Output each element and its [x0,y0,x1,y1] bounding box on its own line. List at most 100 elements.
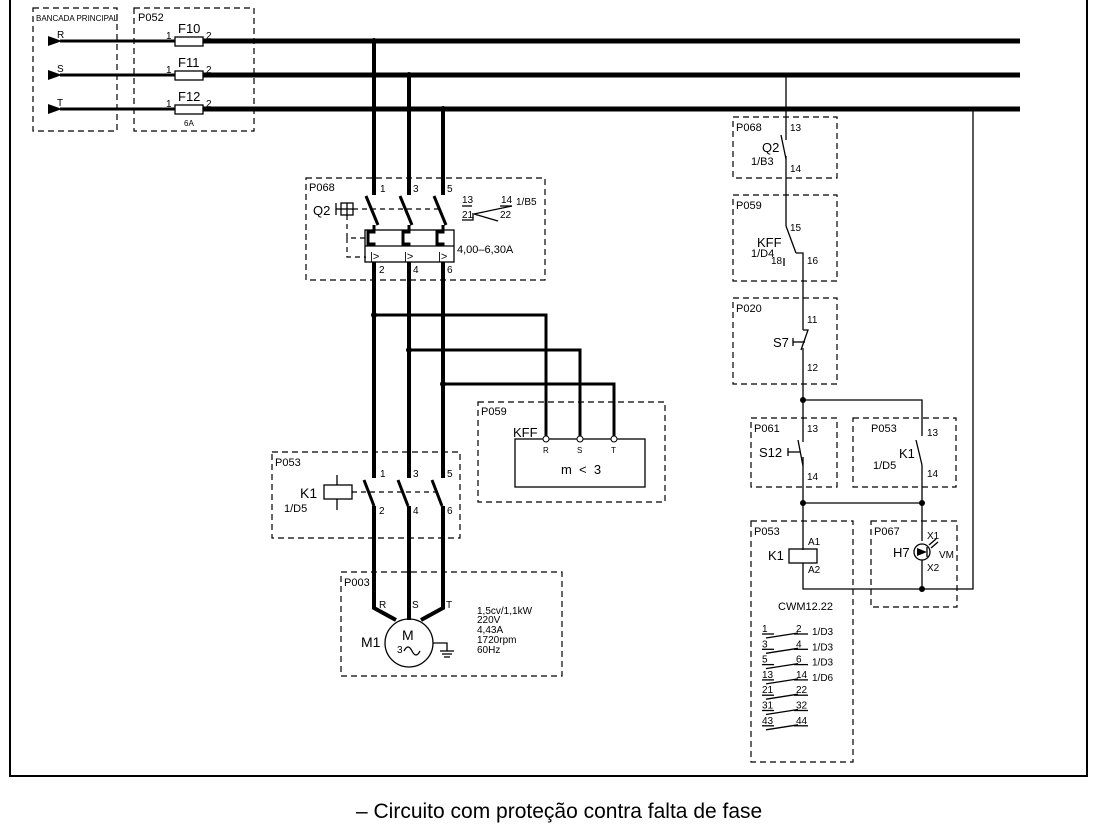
breaker-pin-2: 2 [379,265,385,276]
motor-spec-frequency: 60Hz [477,645,500,656]
control-k1-ref: 1/D5 [873,460,896,472]
control-s7-name: S7 [773,335,789,350]
contact-blade [765,662,799,670]
control-q2-ref: 1/B3 [751,156,774,168]
control-s7-panel-box [732,297,838,385]
contact-blade [765,693,799,700]
motor-panel-box [340,571,563,677]
control-s12-button: P061 13 S12 14 [750,417,838,488]
motor-phases: 3 [397,645,403,656]
control-coil-name: K1 [768,548,784,563]
contact-ref: 1/D3 [812,658,834,669]
control-s12-pin-13: 13 [807,424,819,435]
contactor-k1: P053 K1 1/D5 1 3 5 2 4 6 [271,451,461,539]
contact-pin-b: 44 [796,716,808,727]
contact-pin-a: 21 [762,685,774,696]
breaker-panel-id: P068 [309,182,335,194]
contact-pin-a: 13 [762,670,774,681]
control-kff-pin-18: 18 [771,256,783,267]
motor-panel-id: P003 [344,577,370,589]
control-kff-contact: P059 15 KFF 1/D4 18 16 [732,194,838,282]
control-s7-panel-id: P020 [736,303,762,315]
fuse-f12-symbol [174,104,204,115]
breaker-trip-symbol-3: |> [438,251,447,263]
contact-blade [765,724,799,731]
contact-pin-a: 43 [762,716,774,727]
control-coil-panel-box [750,520,854,763]
control-q2-name: Q2 [762,140,779,155]
control-q2-panel-box [732,116,838,179]
control-coil-pin-a1: A1 [808,537,821,548]
contact-row: 21 22 [762,685,808,700]
contact-blade [765,632,799,639]
fuse-f12-pin-in: 1 [166,99,172,110]
breaker-pin-3: 3 [413,184,419,195]
contact-pin-b: 6 [796,655,802,666]
contact-pin-b: 14 [796,670,808,681]
breaker-q2: P068 Q2 1 3 5 |> |> |> 2 4 6 4,00–6,30A … [305,177,546,281]
contact-pin-b: 22 [796,685,808,696]
fuse-f11-symbol [174,70,204,81]
motor-spec-power: 1,5cv/1,1kW [477,606,533,617]
main-buses [60,36,1020,115]
breaker-aux-21: 21 [462,210,474,221]
control-s7-button: P020 11 S7 12 [732,297,838,385]
motor-spec-current: 4,43A [477,625,503,636]
control-k1-pin-14: 14 [927,469,939,480]
motor-name: M1 [361,634,381,650]
contact-ref: 1/D3 [812,642,834,653]
phase-relay-panel-id: P059 [481,406,507,418]
control-k1-seal-contact: P053 13 K1 1/D5 14 [852,417,957,488]
indicator-lamp-icon [913,543,931,561]
arrow-s-icon [48,70,62,80]
contact-pin-a: 31 [762,701,774,712]
contact-pin-b: 2 [796,624,802,635]
control-h7-name: H7 [893,545,910,560]
control-wiring [785,75,974,592]
contact-pin-a: 1 [762,624,768,635]
breaker-trip-symbol-2: |> [404,251,413,263]
breaker-pin-6: 6 [447,265,453,276]
control-k1-name: K1 [899,446,915,461]
contactor-name: K1 [300,485,317,501]
breaker-aux-ref: 1/B5 [516,197,537,208]
contactor-pin-4: 4 [413,506,419,517]
contact-pin-a: 3 [762,639,768,650]
breaker-trip-symbol-1: |> [370,251,379,263]
fuse-rating: 6A [184,119,194,128]
breaker-pin-4: 4 [413,265,419,276]
motor-spec-speed: 1720rpm [477,635,516,646]
breaker-range: 4,00–6,30A [457,244,514,256]
phase-relay-terminal-t: T [611,446,616,455]
fuse-panel-id: P052 [138,12,164,24]
phase-relay-function: m < 3 [561,462,601,477]
contact-pin-a: 5 [762,655,768,666]
control-h7-panel-id: P067 [874,526,900,538]
control-q2-panel-id: P068 [736,122,762,134]
ac-wave-icon [403,646,421,656]
control-h7-pin-x2: X2 [927,563,940,574]
control-h7-pin-x1: X1 [927,531,940,542]
fuse-f10-symbol [174,36,204,47]
contactor-pin-3: 3 [413,469,419,480]
motor-symbol: M [402,627,414,643]
fuse-f10-pin-in: 1 [166,31,172,42]
drawing-frame [9,0,1088,777]
motor-m1: P003 R S T M 3 M1 1,5cv/1,1kW 220V 4,43A… [340,571,563,677]
fuse-panel: P052 F10 1 2 F11 1 2 F12 1 2 6A [133,7,255,132]
fuse-f10-label: F10 [178,21,200,36]
breaker-aux-14: 14 [501,195,513,206]
motor-terminal-t: T [446,600,452,611]
contact-row: 43 44 [762,716,808,731]
control-coil-panel-id: P053 [754,526,780,538]
contact-blade [765,708,799,716]
power-wiring [371,41,616,622]
fuse-f11-pin-out: 2 [206,65,212,76]
phase-label-r: R [57,30,64,41]
control-kff-panel-id: P059 [736,200,762,212]
